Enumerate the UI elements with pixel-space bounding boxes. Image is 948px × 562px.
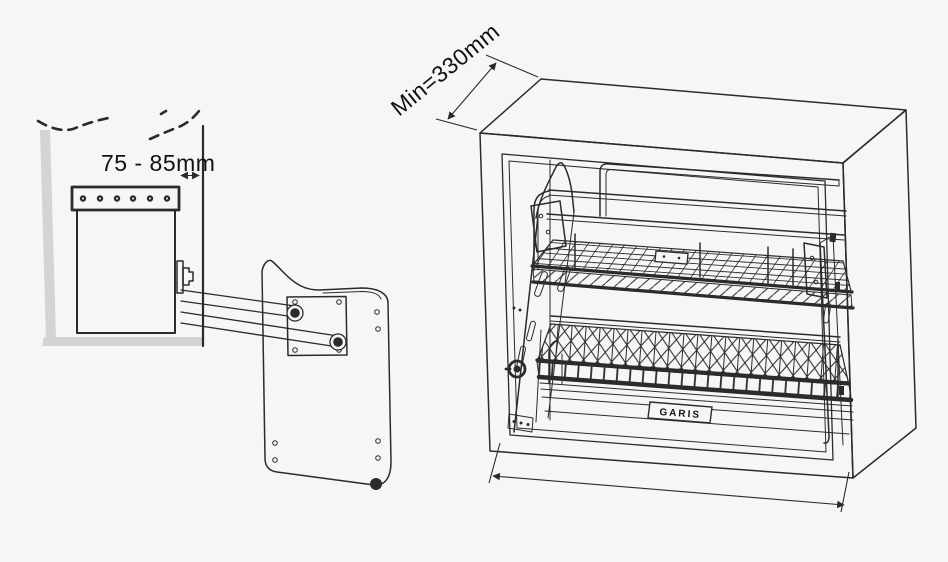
wall-cross-section — [40, 130, 203, 346]
corner-bolt — [370, 478, 382, 490]
plate-screw — [677, 256, 681, 260]
lower-arm-top — [180, 311, 339, 337]
flange-screw — [526, 423, 530, 426]
guard-rail-top-inner — [548, 194, 847, 217]
wall-vertical-section — [40, 130, 56, 340]
guard-rail-mid — [546, 213, 845, 236]
basket-rear-rail-inner — [550, 320, 841, 343]
bracket-screw-holes — [272, 299, 381, 463]
screw-hole — [375, 455, 381, 461]
bracket-plate-edge-line — [322, 291, 382, 300]
basket-bottom-rail — [536, 374, 854, 403]
flange-screw — [512, 420, 516, 423]
width-extension-line — [488, 442, 501, 484]
side-bracket-plate — [261, 259, 392, 490]
panel-slot — [526, 320, 536, 342]
screw-hole — [292, 299, 298, 305]
lower-basket: GARIS — [535, 315, 854, 435]
left-panel-flange — [507, 413, 534, 433]
mounting-strip — [70, 185, 181, 212]
front-fascia: GARIS — [540, 388, 854, 435]
upper-basket — [530, 189, 855, 310]
panel-screw — [512, 306, 516, 310]
cabinet-front-face — [479, 132, 854, 479]
shelf-front-rail — [530, 264, 854, 294]
screw-hole — [374, 309, 380, 315]
right-panel-front-edge — [819, 242, 830, 444]
break-line-left — [36, 115, 116, 132]
depth-extension-line — [435, 118, 478, 131]
pivot-bolts — [286, 304, 347, 351]
plate-screw — [662, 255, 666, 258]
fascia-line — [540, 388, 854, 413]
screw-hole — [336, 299, 342, 305]
basket-front-top-rail — [535, 358, 851, 385]
guard-rail-top — [548, 189, 847, 212]
wall-floor-section — [42, 337, 203, 346]
bracket-hole — [545, 229, 551, 235]
bracket-hole — [538, 213, 544, 219]
screw-hole — [375, 438, 381, 444]
depth-dimension-label: Min=330mm — [386, 18, 505, 121]
lift-arms — [180, 289, 339, 348]
gap-dimension-label: 75 - 85mm — [101, 150, 215, 176]
mounting-clip — [829, 232, 837, 243]
break-line-dot — [159, 109, 168, 116]
rack-rear-frame — [599, 163, 840, 217]
rear-frame-tube-outer — [599, 163, 840, 217]
screw-hole-center — [149, 197, 151, 200]
rear-frame-tube-inner — [605, 168, 840, 217]
latch-knob — [182, 267, 194, 286]
guard-rail-left-corner — [533, 190, 550, 271]
brand-plate — [647, 401, 713, 424]
depth-dimension-arrow — [447, 62, 497, 120]
release-latch — [176, 260, 194, 294]
shelf-center-plate — [654, 250, 689, 265]
basket-rear-rail — [550, 315, 841, 338]
shelf-bottom-rail — [531, 280, 855, 310]
screw-hole-center — [82, 197, 84, 200]
screw-hole — [375, 326, 381, 332]
screw-hole — [292, 347, 298, 353]
depth-dimension: Min=330mm — [386, 18, 539, 131]
arm-mount-square — [286, 295, 348, 357]
release-knob-center — [513, 365, 521, 373]
back-mounting-plate — [70, 185, 181, 334]
screw-hole — [272, 457, 278, 463]
pull-down-rack: GARIS — [504, 162, 855, 446]
pivot-bolt — [333, 337, 343, 347]
upper-arm-bottom — [180, 300, 296, 318]
screw-hole — [272, 440, 278, 446]
ceiling-break-lines — [36, 109, 201, 141]
width-dimension-arrow — [492, 472, 845, 509]
gap-dimension: 75 - 85mm — [101, 150, 215, 180]
upper-arm-top — [180, 289, 296, 307]
break-line-right — [148, 109, 201, 141]
screw-hole-center — [116, 197, 118, 200]
pivot-bolt — [290, 308, 300, 318]
cabinet-right-face — [842, 109, 917, 479]
guard-rail-mid-inner — [546, 218, 845, 241]
panel-screw — [518, 308, 522, 312]
cabinet-opening-inner-edge — [508, 160, 827, 453]
flange-screw — [519, 421, 523, 425]
width-dimension — [488, 442, 850, 513]
latch-bar — [176, 260, 184, 294]
screw-hole-center — [166, 197, 168, 200]
mounting-holes — [79, 195, 171, 202]
lower-arm-bottom — [180, 322, 339, 348]
guard-rail-left-corner-inner — [537, 195, 550, 271]
plate-body — [76, 209, 176, 334]
screw-hole-center — [99, 197, 101, 200]
wall-bracket-detail: 75 - 85mm — [36, 109, 392, 490]
screw-hole-center — [132, 197, 134, 200]
cabinet-view: Min=330mm — [386, 18, 917, 513]
basket-bottom-rail-edge — [539, 382, 853, 407]
bracket-plate-outline — [261, 259, 392, 486]
depth-extension-line — [485, 54, 539, 78]
brand-label: GARIS — [659, 407, 701, 421]
